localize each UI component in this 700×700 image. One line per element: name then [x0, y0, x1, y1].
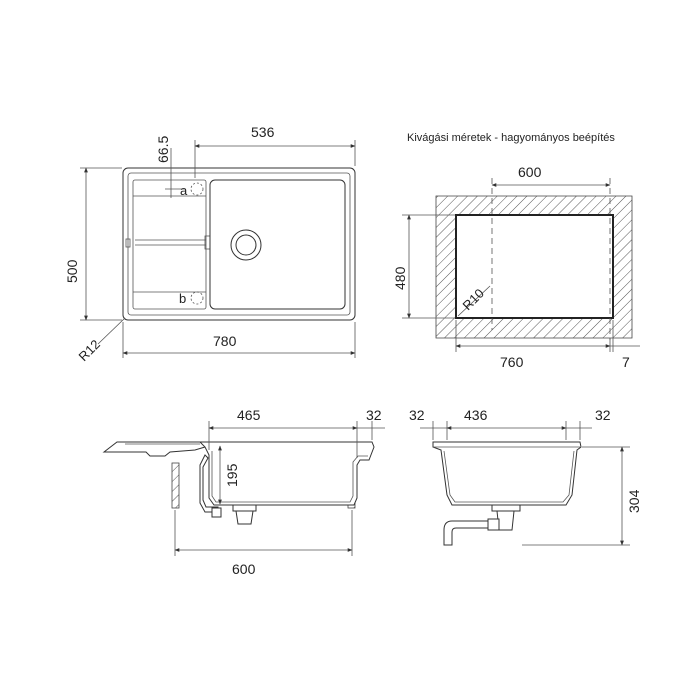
- drainer-board: [102, 441, 206, 457]
- dim-cutout-width: 600: [518, 164, 542, 180]
- dim-cutout-height: 480: [392, 266, 408, 290]
- bowl-section: [198, 441, 375, 506]
- drainer-area: [132, 179, 207, 310]
- cutout-caption: Kivágási méretek - hagyományos beépítés: [407, 132, 615, 144]
- dim-rim-right: 32: [595, 407, 611, 423]
- outlet-pipe: [443, 520, 500, 546]
- tap-hole-a-icon: [190, 182, 204, 196]
- top-view: a b 536 66.5 500 780 R12: [64, 124, 356, 364]
- side-section: 32 436 32 304: [409, 407, 642, 546]
- dim-rim-left: 32: [409, 407, 425, 423]
- main-bowl: [209, 179, 346, 310]
- dim-bowl-depth: 195: [224, 463, 240, 487]
- dim-bowl-width-front: 465: [237, 407, 261, 423]
- bowl-side-section: [432, 441, 582, 506]
- dim-tap-offset: 66.5: [155, 136, 171, 163]
- dim-width: 780: [213, 333, 237, 349]
- dim-rim-front: 32: [366, 407, 382, 423]
- front-section: 465 32 195 600: [102, 407, 385, 577]
- tap-hole-a-label: a: [180, 183, 188, 198]
- siphon: [199, 454, 219, 513]
- cutout-view: Kivágási méretek - hagyományos beépítés …: [392, 132, 640, 370]
- sink-outline: [122, 167, 356, 321]
- dim-overall-width: 760: [500, 354, 524, 370]
- dim-bowl-width: 536: [251, 124, 275, 140]
- dim-edge: 7: [622, 354, 630, 370]
- drain-icon: [230, 229, 262, 261]
- dim-corner-radius: R12: [76, 337, 103, 364]
- dim-height: 500: [64, 259, 80, 283]
- tap-hole-b-icon: [190, 291, 204, 305]
- left-support: [171, 462, 180, 509]
- dim-overall-height: 304: [626, 489, 642, 513]
- dim-bowl-width-side: 436: [464, 407, 488, 423]
- sink-inner-outline: [127, 172, 351, 316]
- cutout-opening: [455, 214, 614, 319]
- dim-cabinet-width: 600: [232, 561, 256, 577]
- tap-hole-b-label: b: [179, 291, 186, 306]
